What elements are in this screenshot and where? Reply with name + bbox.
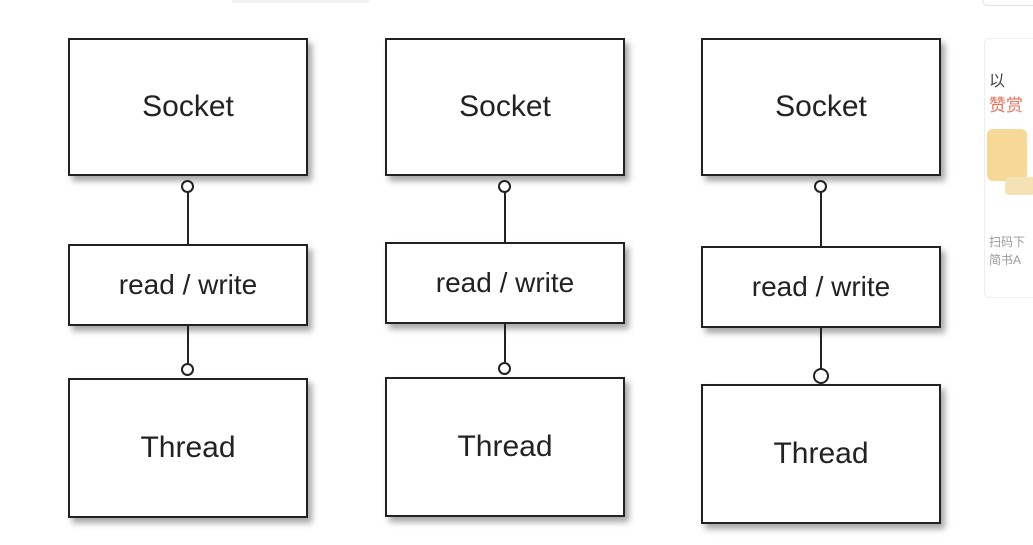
connector-line-3a [820, 186, 822, 248]
thread-box-1: Thread [68, 378, 308, 518]
read-write-box-2: read / write [385, 242, 625, 324]
thread-box-2: Thread [385, 377, 625, 517]
read-write-label-2: read / write [435, 267, 575, 298]
connector-knob-3a [814, 180, 827, 193]
thread-label-3: Thread [773, 437, 869, 470]
sidebar-qr-text-1: 扫码下 [989, 235, 1026, 249]
read-write-label-3: read / write [751, 271, 891, 302]
socket-box-3: Socket [701, 38, 941, 176]
thread-label-2: Thread [457, 430, 553, 463]
sidebar-top-tab [982, 0, 1033, 6]
socket-box-2: Socket [385, 38, 625, 176]
connector-line-3b [820, 328, 822, 370]
sidebar-reward-card[interactable]: 以 赞赏 扫码下 简书A [984, 38, 1033, 298]
sidebar-illustration [987, 129, 1027, 181]
sidebar-reward-text[interactable]: 赞赏 [989, 96, 1023, 115]
socket-label-1: Socket [142, 90, 234, 123]
connector-line-2b [504, 324, 506, 362]
read-write-box-1: read / write [68, 244, 308, 326]
connector-line-1a [187, 186, 189, 246]
sidebar-illustration-detail [1005, 177, 1033, 195]
header-strip [232, 0, 370, 3]
read-write-label-1: read / write [118, 269, 258, 300]
read-write-box-3: read / write [701, 246, 941, 328]
connector-knob-3b [813, 368, 829, 384]
thread-label-1: Thread [140, 431, 236, 464]
sidebar-line-1: 以 [989, 73, 1006, 90]
sidebar-qr-text-2: 简书A [989, 253, 1022, 267]
connector-knob-1a [181, 180, 194, 193]
connector-knob-1b [181, 363, 194, 376]
socket-box-1: Socket [68, 38, 308, 176]
connector-knob-2a [498, 180, 511, 193]
connector-line-2a [504, 186, 506, 244]
socket-label-3: Socket [775, 90, 867, 123]
connector-knob-2b [498, 362, 511, 375]
thread-box-3: Thread [701, 384, 941, 524]
socket-label-2: Socket [459, 90, 551, 123]
connector-line-1b [187, 326, 189, 364]
